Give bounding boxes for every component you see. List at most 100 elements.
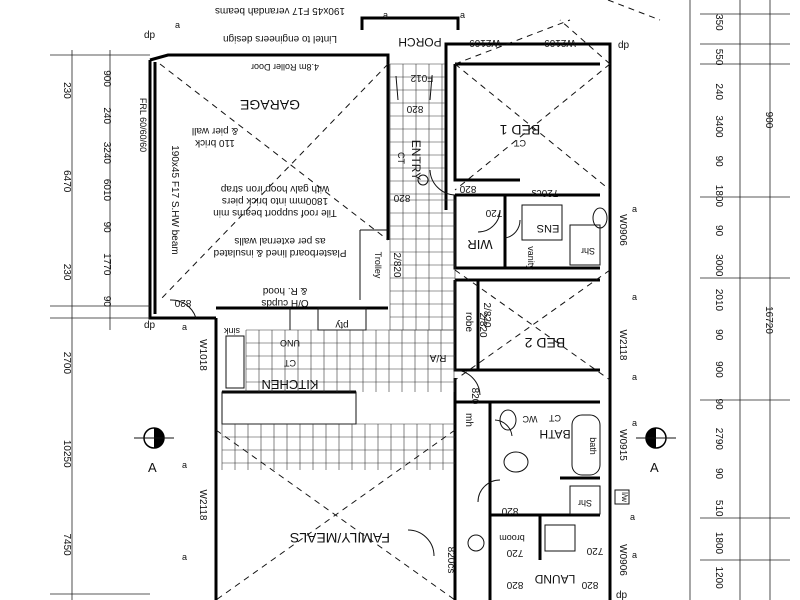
note-oh-cupds: O/H cupds (261, 297, 308, 308)
annotations: 190x45 F17 verandah beams Lintel to engi… (138, 5, 637, 600)
dim-right-outer-1: 16720 (763, 306, 774, 334)
note-ct-bath: CT (549, 413, 561, 423)
room-shr-ens: Shr (581, 246, 595, 256)
note-a-2: a (383, 10, 388, 20)
dim-right-inner-9: 90 (713, 329, 724, 341)
note-plaster-1: Plasterboard lined & insulated (214, 247, 347, 258)
window-w2118-b: W2118 (197, 490, 208, 521)
room-robe: robe (463, 312, 474, 332)
note-door-720-a: 720 (485, 207, 502, 218)
note-roof-1: Tile roof support beams min (213, 207, 337, 218)
note-door-820cs: 820cs (445, 547, 456, 574)
dim-left-outer-5: 7450 (61, 533, 72, 556)
note-pier-wall: & pier wall (192, 125, 238, 136)
dimension-lines (50, 0, 790, 600)
note-broom: broom (499, 533, 525, 543)
note-a-3: a (460, 10, 465, 20)
note-a-4: a (632, 204, 637, 214)
dim-right-inner-8: 2010 (713, 289, 724, 312)
dim-right-inner-13: 90 (713, 468, 724, 480)
note-door-2820-c: 2/820 (481, 302, 492, 327)
note-ra: R/A (429, 352, 446, 363)
note-door-720-c: 720 (586, 545, 603, 556)
exterior-walls (148, 16, 612, 600)
note-roof-3: with galv hoop iron strap (220, 183, 330, 194)
dim-left-outer-1: 6470 (61, 170, 72, 193)
window-w0906-b: W0906 (617, 544, 628, 576)
fixtures (225, 174, 630, 552)
window-w0906-a: W0906 (617, 214, 628, 246)
interior-walls (216, 62, 600, 600)
note-door-820-a: 820 (174, 297, 191, 308)
section-label-right: A (650, 460, 659, 475)
dim-right-inner-10: 900 (713, 361, 724, 378)
dim-left-inner-2: 3240 (101, 142, 112, 165)
note-frl: FRL 60/60/60 (138, 98, 148, 152)
roof-lines (159, 0, 661, 600)
note-a-11: a (632, 550, 637, 560)
dim-left-inner-0: 900 (101, 70, 112, 87)
room-shr-bath: Shr (578, 498, 592, 508)
note-door-720-b: 720 (506, 547, 523, 558)
window-w2109-a: W2109 (469, 37, 501, 48)
shower-ens (569, 224, 601, 266)
note-door-820-b: 820 (406, 103, 423, 114)
note-a-8: a (182, 322, 187, 332)
dim-right-inner-14: 510 (713, 500, 724, 517)
dim-right-inner-11: 90 (713, 399, 724, 411)
dimension-labels-right-inner: 3505502403400901800903000201090900902790… (713, 14, 724, 589)
window-w0915: W0915 (617, 429, 628, 461)
dim-right-inner-7: 3000 (713, 254, 724, 277)
note-dp-1: dp (144, 30, 156, 41)
dim-left-inner-5: 1770 (101, 253, 112, 276)
note-a-5: a (632, 372, 637, 382)
dim-right-inner-6: 90 (713, 225, 724, 237)
note-dp-3: dp (144, 320, 156, 331)
window-tags: W2109 W2109 W0906 W2118 W0915 W0906 W101… (197, 37, 628, 576)
note-a-7: a (630, 512, 635, 522)
dim-right-inner-16: 1200 (713, 567, 724, 590)
note-f012: F012 (410, 72, 433, 83)
lw-box (614, 489, 630, 505)
room-wc-bath: WC (522, 414, 537, 424)
note-a-1: a (175, 20, 180, 30)
note-lw: l/w (620, 492, 629, 502)
note-a-6: a (182, 460, 187, 470)
note-plaster-2: as per external walls (234, 235, 325, 246)
dim-right-inner-2: 240 (713, 83, 724, 100)
note-ct-bed1: CT (514, 138, 526, 148)
note-door-2820-b: 2/820 (477, 312, 488, 337)
room-porch: PORCH (398, 35, 441, 49)
note-door-820-d: 820 (459, 183, 476, 194)
dim-left-outer-3: 2700 (61, 352, 72, 375)
note-uno: UNO (280, 338, 300, 348)
tiled-floor (221, 63, 456, 470)
bath-tub-fixture (571, 414, 601, 476)
note-r-hood: & R. hood (263, 285, 307, 296)
room-bed1: BED 1 (500, 122, 541, 138)
room-entry: ENTRY (409, 140, 423, 180)
laundry-tub (544, 524, 576, 552)
note-lintel: Lintel to engineers design (223, 33, 337, 44)
door-swings (169, 75, 521, 557)
smoke-detector-entry-icon (417, 174, 429, 186)
basin-fixture (503, 451, 529, 473)
note-sink: sink (224, 326, 241, 336)
dim-right-inner-15: 1800 (713, 532, 724, 555)
section-label-left: A (148, 460, 157, 475)
note-roof-2: 1800mm into brick piers (222, 195, 328, 206)
note-dp-2: dp (618, 40, 630, 51)
vanity-basin (521, 204, 563, 241)
room-wir: WIR (467, 237, 492, 252)
dim-right-inner-0: 350 (713, 14, 724, 31)
dim-left-inner-6: 90 (101, 296, 112, 308)
dim-right-inner-4: 90 (713, 156, 724, 168)
note-a-9: a (632, 292, 637, 302)
room-kitchen: KITCHEN (261, 377, 318, 392)
dim-left-outer-2: 230 (61, 264, 72, 281)
room-laund: LAUND (534, 572, 575, 586)
shower-bath (569, 485, 601, 515)
